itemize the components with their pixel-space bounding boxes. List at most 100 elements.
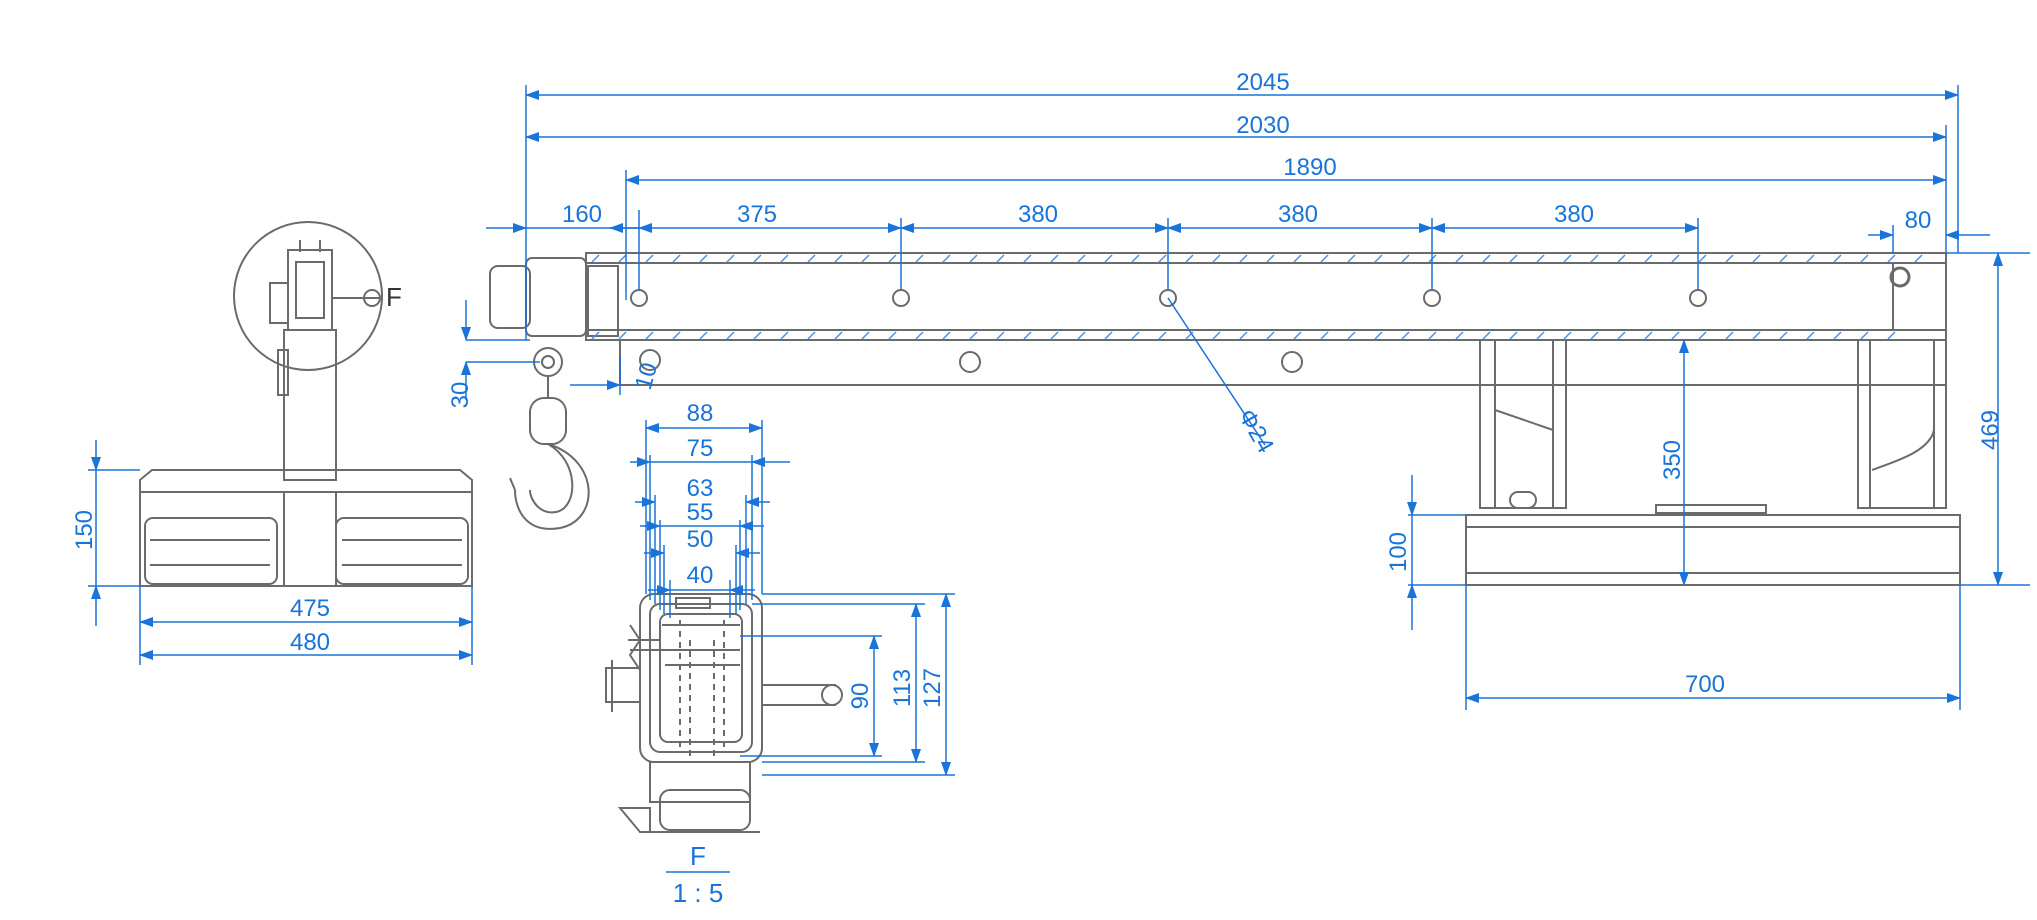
hatch-mark <box>1428 331 1437 340</box>
dim-350: 350 <box>1659 440 1686 480</box>
hatch-mark <box>1644 331 1653 340</box>
hatch-mark <box>1455 254 1464 263</box>
boom-beam <box>585 252 1947 341</box>
hatch-mark <box>699 254 708 263</box>
hatch-mark <box>1374 254 1383 263</box>
boom-hole <box>1689 289 1707 307</box>
hatch-mark <box>942 331 951 340</box>
dim-150: 150 <box>71 510 98 550</box>
side-column <box>283 329 337 481</box>
lifting-hook <box>509 347 590 530</box>
hatch-mark <box>1401 254 1410 263</box>
lower-hole <box>1281 351 1303 373</box>
hatch-mark <box>753 331 762 340</box>
hatch-mark <box>1617 331 1626 340</box>
hatch-mark <box>834 254 843 263</box>
dim-30: 30 <box>447 382 474 409</box>
hatch-mark <box>645 331 654 340</box>
hatch-mark <box>1671 331 1680 340</box>
dim-100: 100 <box>1385 532 1412 572</box>
dim-113: 113 <box>889 669 916 707</box>
dim-phi24: Φ24 <box>1233 405 1279 458</box>
hatch-mark <box>807 254 816 263</box>
hatch-mark <box>591 331 600 340</box>
hatch-mark <box>1887 254 1896 263</box>
detail-marker-f: F <box>386 282 402 312</box>
hatch-mark <box>1293 254 1302 263</box>
hatch-mark <box>1509 254 1518 263</box>
hatch-mark <box>1320 331 1329 340</box>
detail-title: F <box>690 841 706 871</box>
dim-63: 63 <box>687 475 714 502</box>
main-dimension-lines <box>461 85 2030 710</box>
side-base-plate <box>139 469 473 587</box>
hatch-mark <box>672 331 681 340</box>
detail-f-view <box>605 593 843 833</box>
hatch-mark <box>1860 254 1869 263</box>
hatch-mark <box>969 254 978 263</box>
hatch-mark <box>672 254 681 263</box>
hatch-mark <box>726 331 735 340</box>
dim-2030: 2030 <box>1236 112 1289 139</box>
hatch-mark <box>969 331 978 340</box>
hatch-mark <box>1590 254 1599 263</box>
boom-end-cap <box>525 257 587 337</box>
dim-469: 469 <box>1977 410 2004 450</box>
support-post <box>1479 339 1947 514</box>
hatch-mark <box>1482 254 1491 263</box>
hatch-mark <box>1131 254 1140 263</box>
dim-380-c: 380 <box>1554 201 1594 228</box>
hatch-mark <box>1563 331 1572 340</box>
hatch-mark <box>1077 331 1086 340</box>
boom-end-pin <box>1889 266 1911 288</box>
dim-50: 50 <box>687 526 714 553</box>
hatch-mark <box>1266 331 1275 340</box>
side-view <box>139 221 473 587</box>
hatch-mark <box>1806 331 1815 340</box>
hatch-mark <box>780 331 789 340</box>
detail-dimension-lines <box>630 420 955 873</box>
hatch-mark <box>1860 331 1869 340</box>
dim-2045: 2045 <box>1236 69 1289 96</box>
dim-375: 375 <box>737 201 777 228</box>
hatch-mark <box>1671 254 1680 263</box>
hatch-mark <box>1509 331 1518 340</box>
hatch-mark <box>1833 254 1842 263</box>
hatch-mark <box>807 331 816 340</box>
hatch-mark <box>915 331 924 340</box>
boom-hole <box>1423 289 1441 307</box>
hatch-mark <box>1401 331 1410 340</box>
dim-80: 80 <box>1905 207 1932 234</box>
dim-160: 160 <box>562 201 602 228</box>
hatch-mark <box>1212 254 1221 263</box>
hatch-mark <box>1887 331 1896 340</box>
dim-75: 75 <box>687 435 714 462</box>
dim-380-a: 380 <box>1018 201 1058 228</box>
hatch-mark <box>1104 331 1113 340</box>
hatch-mark <box>888 331 897 340</box>
hatch-mark <box>1050 254 1059 263</box>
boom-hole <box>892 289 910 307</box>
main-base-plate <box>1465 514 1961 586</box>
side-dimension-lines <box>88 440 473 665</box>
dim-480: 480 <box>290 629 330 656</box>
detail-scale: 1 : 5 <box>673 878 724 908</box>
hatch-mark <box>1158 331 1167 340</box>
hatch-mark <box>1725 331 1734 340</box>
hatch-mark <box>996 254 1005 263</box>
hatch-mark <box>1914 254 1923 263</box>
hatch-mark <box>1644 254 1653 263</box>
dim-40: 40 <box>687 562 714 589</box>
lower-hole <box>959 351 981 373</box>
hatch-mark <box>1266 254 1275 263</box>
dim-90: 90 <box>847 683 874 710</box>
hatch-mark <box>1239 331 1248 340</box>
hatch-mark <box>1725 254 1734 263</box>
dim-475: 475 <box>290 595 330 622</box>
hatch-mark <box>1563 254 1572 263</box>
hatch-mark <box>1833 331 1842 340</box>
hatch-mark <box>699 331 708 340</box>
hatch-mark <box>1347 254 1356 263</box>
hatch-mark <box>591 254 600 263</box>
